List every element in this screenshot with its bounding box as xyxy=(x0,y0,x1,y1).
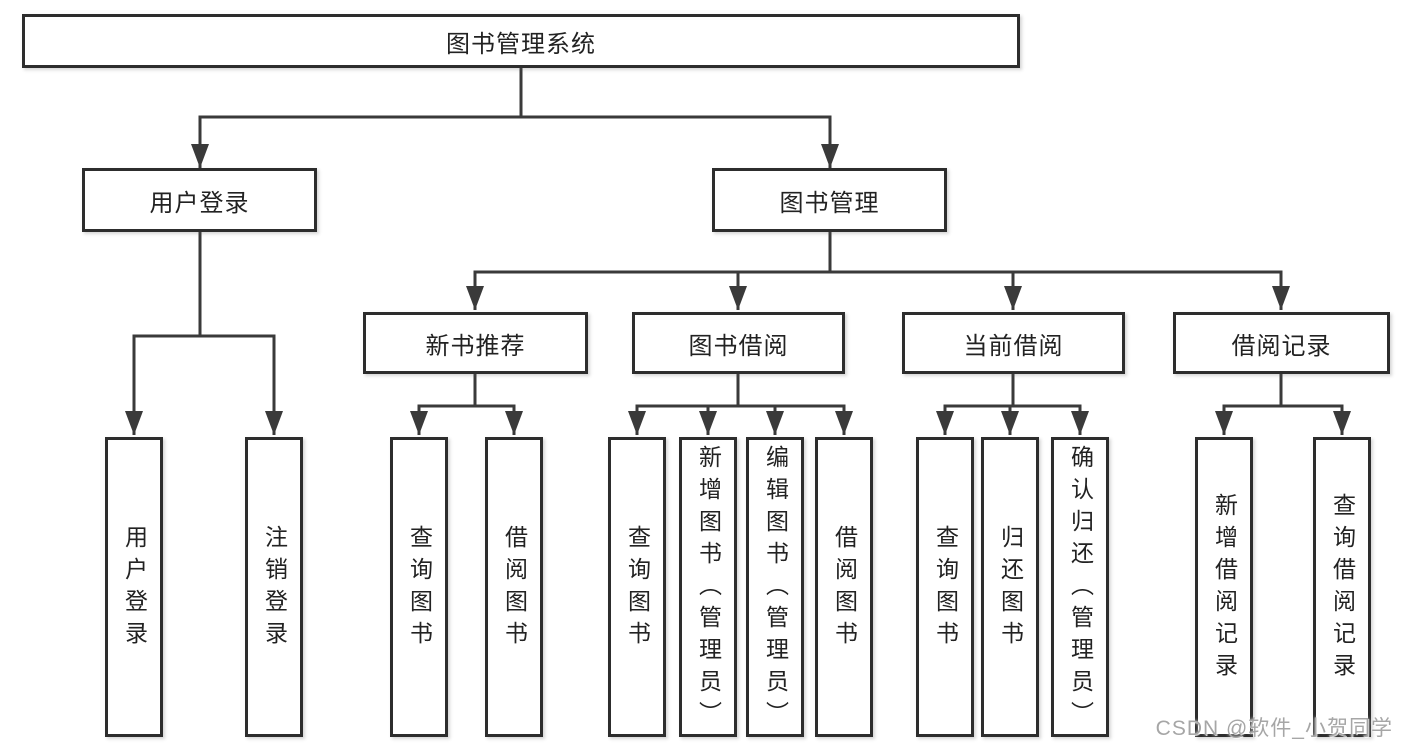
node-user-login: 用户登录 xyxy=(82,168,317,232)
leaf-nbr-query-book: 查询图书 xyxy=(390,437,448,737)
leaf-cb-return-book: 归还图书 xyxy=(981,437,1039,737)
leaf-br-query-record: 查询借阅记录 xyxy=(1313,437,1371,737)
leaf-bb-query-book: 查询图书 xyxy=(608,437,666,737)
node-book-borrowing: 图书借阅 xyxy=(632,312,845,374)
leaf-bb-add-book-admin: 新增图书（管理员） xyxy=(679,437,737,737)
node-book-management: 图书管理 xyxy=(712,168,947,232)
leaf-cb-confirm-return-admin: 确认归还（管理员） xyxy=(1051,437,1109,737)
leaf-cb-query-book: 查询图书 xyxy=(916,437,974,737)
node-current-borrowing: 当前借阅 xyxy=(902,312,1125,374)
node-borrow-records: 借阅记录 xyxy=(1173,312,1390,374)
csdn-watermark: CSDN @软件_小贺同学 xyxy=(1155,717,1393,740)
leaf-logout: 注销登录 xyxy=(245,437,303,737)
leaf-nbr-borrow-book: 借阅图书 xyxy=(485,437,543,737)
node-root: 图书管理系统 xyxy=(22,14,1020,68)
leaf-bb-borrow-book: 借阅图书 xyxy=(815,437,873,737)
leaf-bb-edit-book-admin: 编辑图书（管理员） xyxy=(746,437,804,737)
leaf-br-add-record: 新增借阅记录 xyxy=(1195,437,1253,737)
node-new-book-recommend: 新书推荐 xyxy=(363,312,588,374)
leaf-user-login: 用户登录 xyxy=(105,437,163,737)
